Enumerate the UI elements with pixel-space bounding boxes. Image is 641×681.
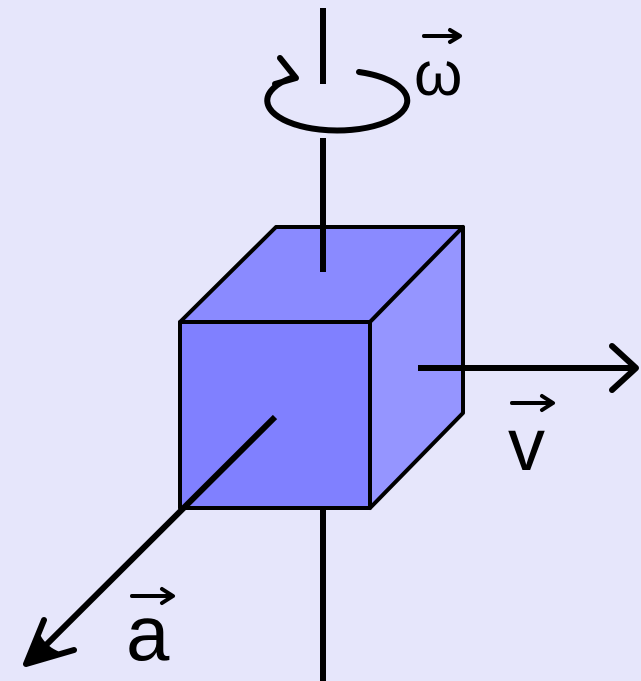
omega-label-group: ω <box>414 28 462 109</box>
rotation-arrow-icon <box>264 55 411 134</box>
omega-label: ω <box>414 40 462 109</box>
velocity-label-group: v <box>508 394 555 486</box>
omega-vector-arrow-icon <box>422 28 462 44</box>
velocity-label: v <box>508 403 545 486</box>
acceleration-vector-arrow-icon <box>130 587 175 605</box>
velocity-vector-arrow-icon <box>510 394 555 412</box>
acceleration-label-group: a <box>126 587 175 677</box>
acceleration-arrow <box>23 414 278 667</box>
velocity-arrow <box>418 343 639 393</box>
